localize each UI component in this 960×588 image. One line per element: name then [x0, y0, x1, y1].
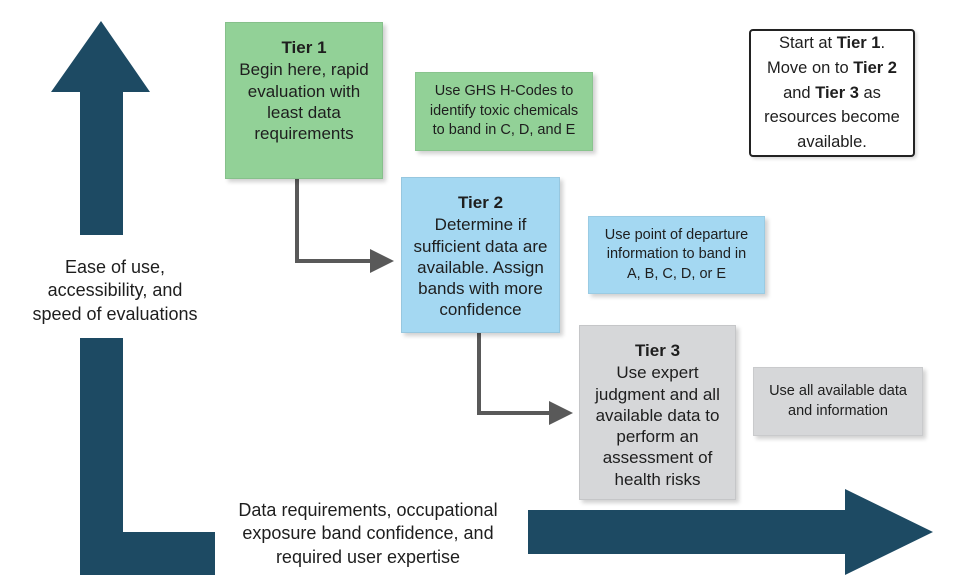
x-axis-label: Data requirements, occupational exposure… — [218, 499, 518, 569]
connector-tier1-tier2 — [295, 179, 373, 263]
tier-2-line: confidence — [439, 300, 522, 320]
y-axis-label-line: Ease of use, — [64, 257, 166, 277]
note-line: and information — [788, 402, 888, 419]
tier-2-line: bands with more — [418, 279, 543, 298]
tier-2-method-note: Use point of departure information to ba… — [588, 216, 765, 294]
start-line-2: Move on to Tier 2 — [767, 58, 897, 77]
start-line-5: available. — [797, 133, 867, 152]
note-line: Use point of departure — [604, 226, 749, 243]
x-axis-label-line: exposure band confidence, and — [242, 523, 494, 544]
note-line: Use all available data — [769, 382, 907, 399]
tier-2-line: available. Assign — [417, 257, 544, 277]
x-axis-arrow-stub — [80, 532, 215, 575]
tier-3-line: available data to — [595, 405, 720, 425]
tier-1-method-note: Use GHS H-Codes to identify toxic chemic… — [415, 72, 593, 151]
note-line: A, B, C, D, or E — [626, 265, 727, 282]
y-axis-label: Ease of use, accessibility, and speed of… — [10, 256, 220, 326]
tier-3-line: perform an — [616, 427, 699, 446]
tier-3-line: Use expert — [616, 363, 699, 383]
connector-arrowhead-tier2 — [370, 249, 394, 273]
start-line-3: and Tier 3 as — [783, 83, 881, 102]
tier-3-line: assessment of — [602, 448, 713, 468]
tier-1-description: Begin here, rapid evaluation with least … — [231, 59, 376, 144]
y-axis-arrow-up — [51, 21, 150, 235]
note-line: to band in C, D, and E — [432, 122, 576, 139]
tier-3-box: Tier 3 Use expert judgment and all avail… — [579, 325, 736, 500]
tier-3-line: health risks — [614, 469, 701, 489]
y-axis-label-line: accessibility, and — [47, 280, 183, 301]
x-axis-arrow-right — [528, 489, 933, 575]
y-axis-label-line: speed of evaluations — [32, 303, 198, 324]
note-line: information to band in — [606, 246, 747, 263]
tier-3-method-note: Use all available data and information — [753, 367, 923, 436]
tier-2-description: Determine if sufficient data are availab… — [406, 214, 556, 320]
tier-2-line: Determine if — [434, 215, 527, 235]
tier-3-description: Use expert judgment and all available da… — [587, 362, 728, 490]
start-line-1: Start at Tier 1. — [778, 34, 886, 53]
x-axis-label-line: required user expertise — [275, 546, 461, 567]
x-axis-label-line: Data requirements, occupational — [238, 500, 498, 520]
note-line: Use GHS H-Codes to — [434, 83, 574, 100]
tier-1-box: Tier 1 Begin here, rapid evaluation with… — [225, 22, 383, 179]
connector-arrowhead-tier3 — [549, 401, 573, 425]
tier-2-box: Tier 2 Determine if sufficient data are … — [401, 177, 560, 333]
tier-1-line: least data — [267, 102, 341, 122]
start-instructions-box: Start at Tier 1. Move on to Tier 2 and T… — [749, 29, 915, 157]
tier-1-line: evaluation with — [247, 81, 361, 101]
note-line: identify toxic chemicals — [429, 102, 579, 119]
tier-1-line: requirements — [254, 124, 354, 143]
start-line-4: resources become — [764, 108, 900, 127]
tier-2-line: sufficient data are — [413, 236, 548, 256]
tier-1-title: Tier 1 — [281, 38, 327, 57]
tier-1-line: Begin here, rapid — [239, 60, 369, 80]
tier-2-title: Tier 2 — [457, 193, 504, 212]
tier-3-title: Tier 3 — [634, 341, 681, 360]
connector-tier2-tier3 — [477, 333, 552, 415]
tier-3-line: judgment and all — [595, 384, 720, 404]
